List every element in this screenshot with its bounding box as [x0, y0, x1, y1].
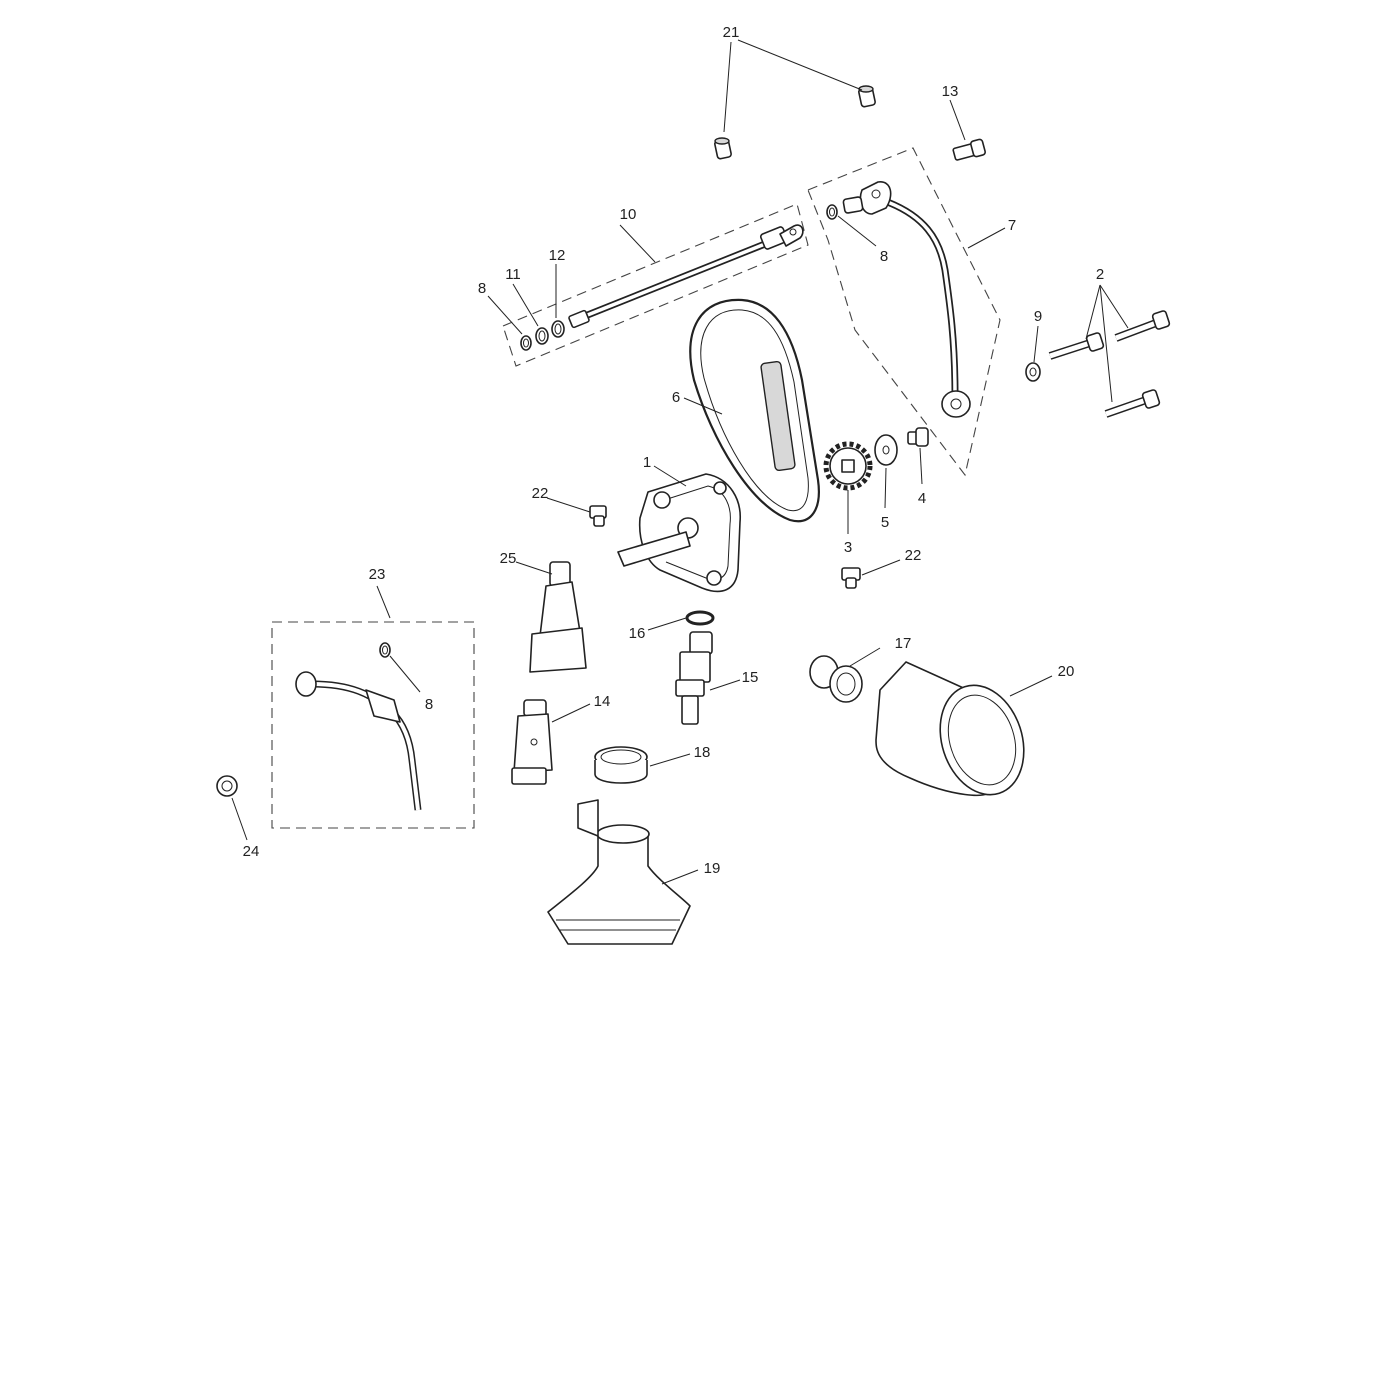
callout-20: 20: [1058, 663, 1075, 680]
callout-11: 11: [505, 266, 521, 283]
part-23-pickup-pipe: [295, 671, 422, 811]
callout-4: 4: [918, 490, 926, 507]
part-15-oil-strainer: [547, 799, 691, 945]
callout-6: 6: [672, 389, 680, 406]
callout-15: 19: [704, 860, 721, 877]
kit-box-10: [502, 203, 809, 367]
callout-8-pipe: 8: [478, 280, 486, 297]
callout-19: 17: [895, 635, 912, 652]
part-1-oil-pump: [617, 473, 741, 593]
callout-2: 2: [1096, 266, 1104, 283]
part-11-o-ring: [535, 327, 549, 345]
part-10-oil-pipe: [568, 224, 804, 329]
part-18-o-ring: [685, 610, 715, 626]
part-8-washer-feed: [826, 204, 838, 220]
callout-5: 5: [881, 514, 889, 531]
part-2-bolt-c: [1104, 389, 1161, 418]
callout-8-feed: 8: [880, 248, 888, 265]
part-21-dowel-b: [858, 85, 876, 108]
callout-13: 13: [942, 83, 959, 100]
callout-8-pickup: 8: [425, 696, 433, 713]
kit-box-23: [271, 621, 475, 829]
callout-labels: 21 13 10 12 11 8 7 8 2 9 6 1 22 4 5 3 22…: [243, 24, 1105, 877]
callout-1: 1: [643, 454, 651, 471]
part-2-bolt-a: [1048, 332, 1105, 360]
part-17-valve: [675, 631, 713, 725]
part-8-washer-pipe: [520, 335, 532, 351]
part-6-drive-chain: [689, 298, 820, 523]
part-7-feed-pipe: [842, 181, 971, 418]
part-3-sprocket: [823, 441, 873, 491]
callout-9: 9: [1034, 308, 1042, 325]
part-20-oil-filter: [875, 661, 1025, 797]
part-22-plug-b: [841, 567, 861, 589]
callout-17: 15: [742, 669, 759, 686]
callout-10: 10: [620, 206, 637, 223]
kit-box-7: [807, 147, 1001, 477]
callout-16: 18: [694, 744, 711, 761]
part-14-relief-body: [511, 699, 553, 785]
part-2-bolt-b: [1114, 310, 1171, 342]
part-8-washer-pickup: [379, 642, 391, 658]
callout-3: 3: [844, 539, 852, 556]
part-13-bolt: [952, 138, 986, 161]
callout-21: 21: [723, 24, 740, 41]
callout-25: 25: [500, 550, 517, 567]
callout-18: 16: [629, 625, 646, 642]
part-12-o-ring: [551, 320, 565, 338]
callout-24: 24: [243, 843, 260, 860]
part-25-relief-valve: [529, 561, 587, 673]
callout-14: 14: [594, 693, 611, 710]
part-19-adaptor: [809, 655, 863, 703]
callout-7: 7: [1008, 217, 1016, 234]
part-5-washer: [874, 434, 898, 466]
callout-23: 23: [369, 566, 386, 583]
part-22-plug-a: [589, 505, 607, 527]
part-21-dowel-a: [714, 137, 732, 160]
part-24-bolt: [216, 775, 238, 797]
callout-22-b: 22: [905, 547, 922, 564]
part-9-washer: [1025, 362, 1041, 382]
part-4-bolt: [907, 427, 929, 447]
callout-22-a: 22: [532, 485, 549, 502]
callout-12: 12: [549, 247, 566, 264]
part-16-seal: [594, 746, 648, 784]
leader-lines: [231, 39, 1129, 885]
